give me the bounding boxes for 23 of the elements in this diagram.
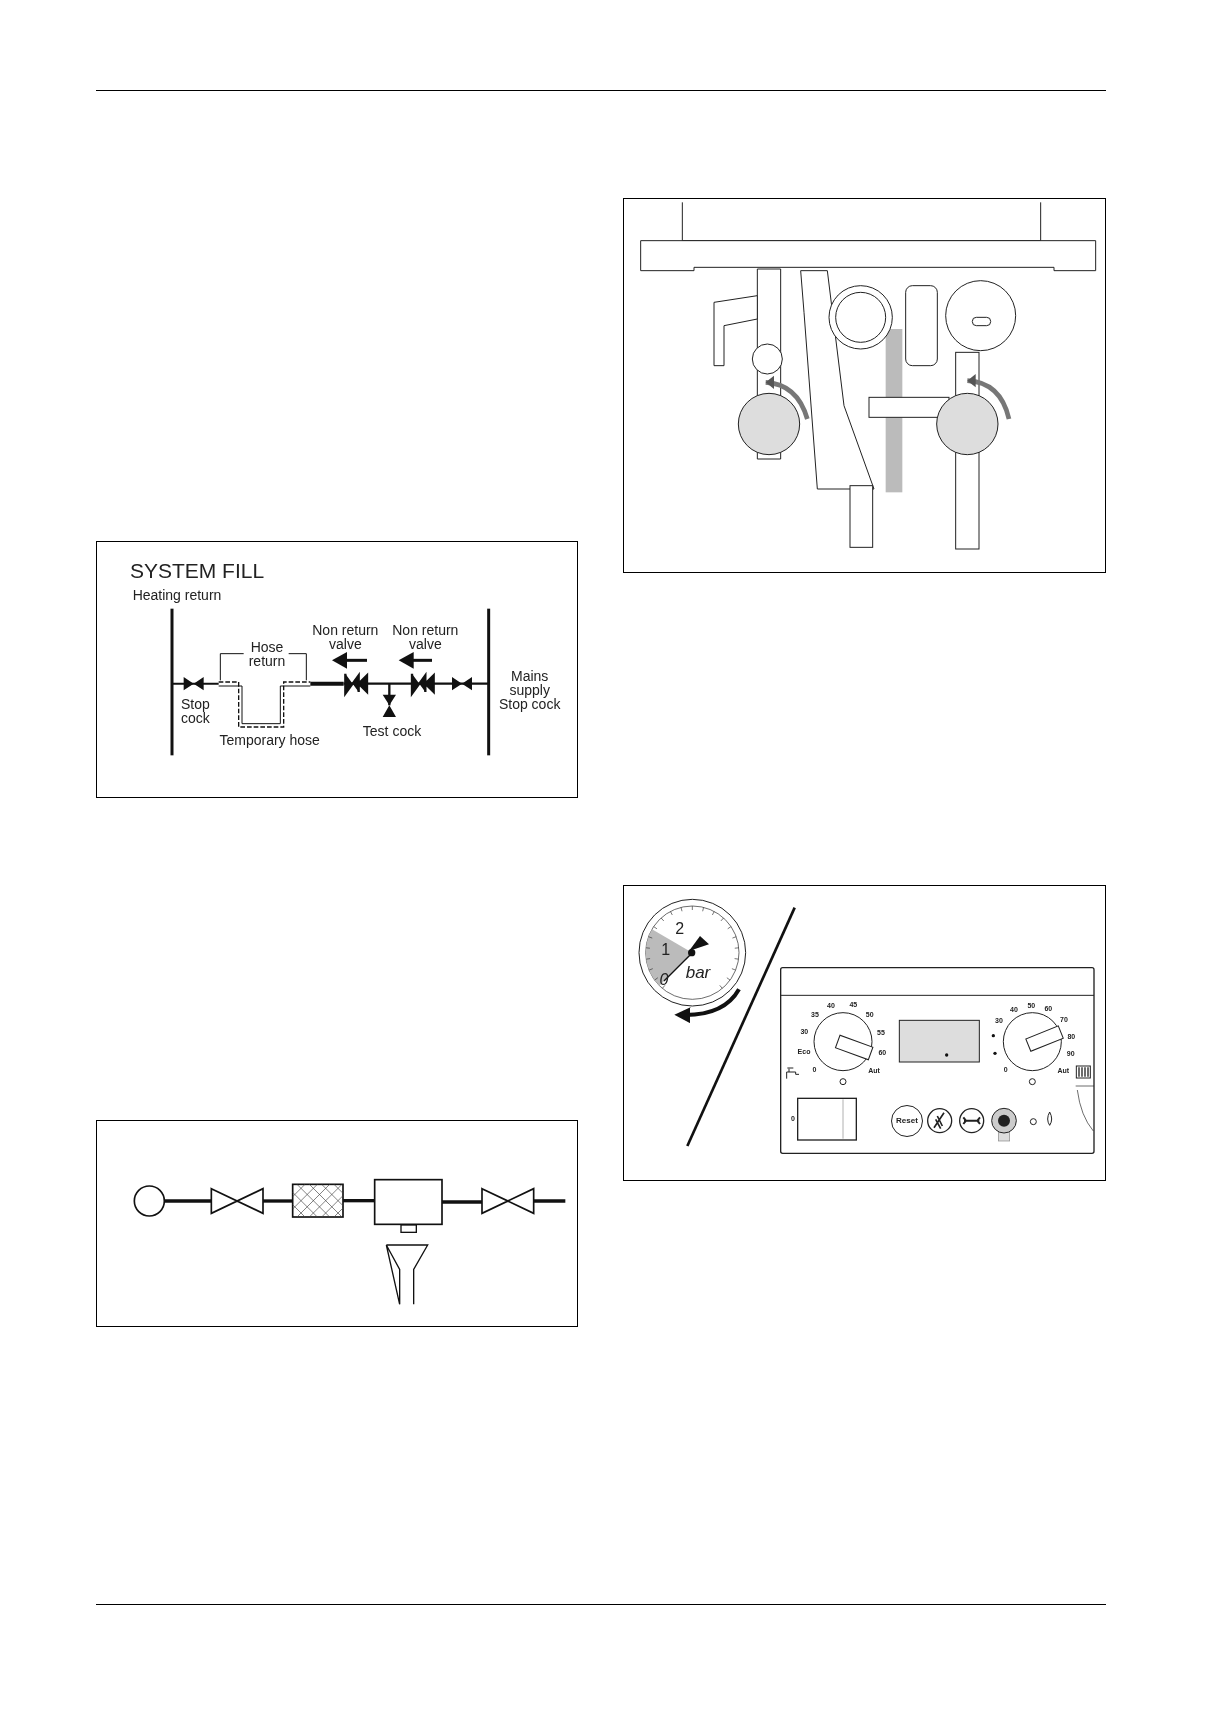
pipe-line [164, 1199, 212, 1203]
subheading: Heating return [132, 587, 222, 602]
part-label: Test cock [362, 724, 422, 738]
unit-label: bar [685, 963, 711, 981]
valve-symbol [481, 1187, 535, 1215]
heading: SYSTEM FILL [129, 559, 265, 581]
part-label: Stop cock [179, 697, 211, 726]
scale-number: 2 [675, 921, 685, 938]
strainer-box [291, 1183, 344, 1218]
pipe-line [442, 1200, 482, 1204]
scale-number: 0 [659, 972, 669, 988]
part-label: Non return valve [311, 623, 380, 651]
part-label: Hose return [247, 639, 287, 668]
pipe-line [343, 1199, 375, 1203]
pipe-line [263, 1199, 293, 1203]
part-label: Temporary hose [219, 733, 320, 748]
component-box [373, 1178, 443, 1226]
pump-circle [133, 1185, 166, 1217]
pipe-line [533, 1199, 566, 1203]
valve-symbol [210, 1187, 264, 1215]
scale-number: 1 [661, 942, 671, 959]
part-label: Mains supply Stop cock [497, 669, 562, 712]
part-label: Non return valve [391, 623, 460, 651]
